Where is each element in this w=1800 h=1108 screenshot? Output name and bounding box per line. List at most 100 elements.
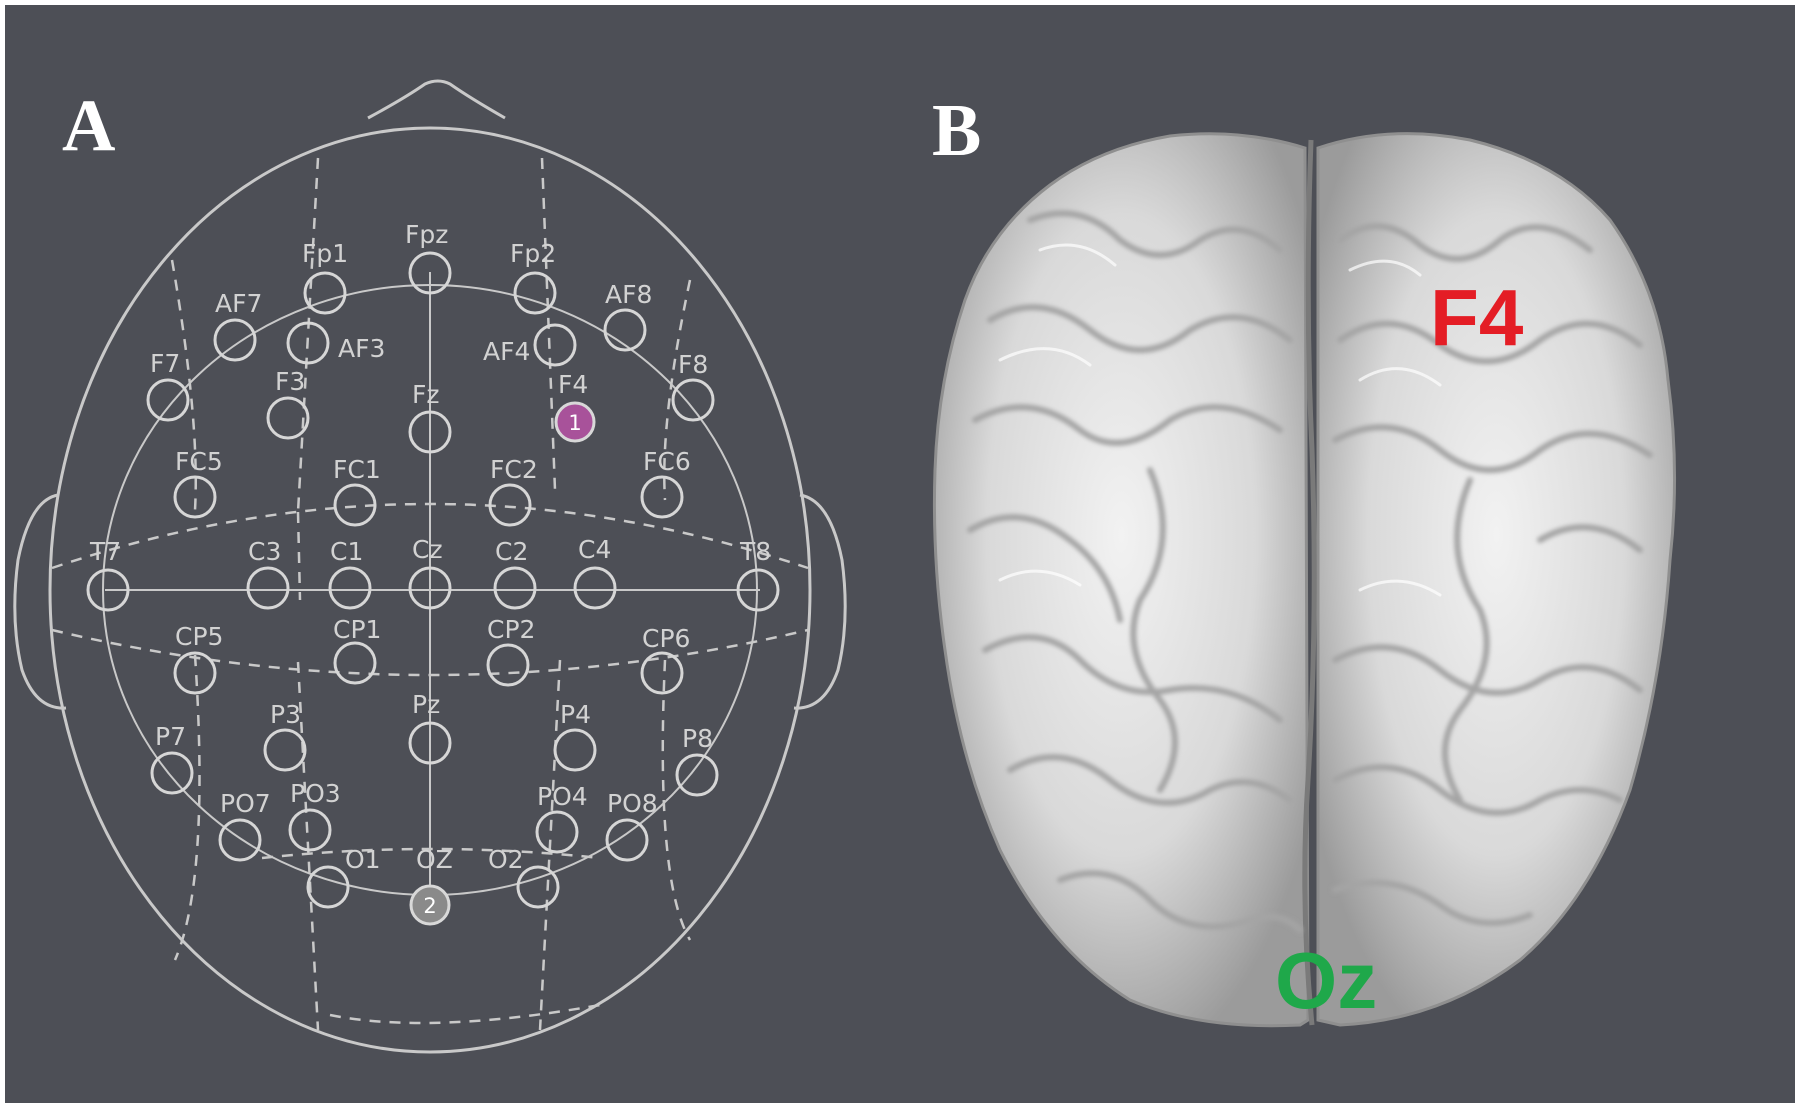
electrode-cp1-circle <box>333 641 377 685</box>
electrode-fpz-circle <box>408 251 452 295</box>
electrode-c4-circle <box>573 566 617 610</box>
electrode-f4-marker-number: 1 <box>568 411 581 435</box>
electrode-cp6-circle <box>640 651 684 695</box>
electrode-fc2: FC2 <box>488 455 538 527</box>
electrode-fc5-circle <box>173 475 217 519</box>
electrode-p7-label: P7 <box>155 722 186 751</box>
electrode-po4: PO4 <box>535 782 588 854</box>
electrode-c3-circle <box>246 566 290 610</box>
electrode-oz-label: OZ <box>416 845 453 874</box>
electrode-t7-label: T7 <box>89 537 121 566</box>
electrode-f8: F8 <box>671 350 715 422</box>
electrode-f8-circle <box>671 378 715 422</box>
panel-label-b: B <box>932 90 981 172</box>
electrode-fc1: FC1 <box>333 455 381 527</box>
electrode-fp2: Fp2 <box>510 239 557 315</box>
electrode-af3-label: AF3 <box>338 334 385 363</box>
electrode-fz: Fz <box>408 380 452 454</box>
electrode-po8-label: PO8 <box>607 789 658 818</box>
electrode-f4-label: F4 <box>558 370 588 399</box>
electrode-cz-circle <box>408 566 452 610</box>
electrode-af8-label: AF8 <box>605 280 652 309</box>
electrode-cp6: CP6 <box>640 624 690 695</box>
electrode-o2: O2 <box>488 845 560 909</box>
electrode-af8-circle <box>603 308 647 352</box>
electrode-fc6: FC6 <box>640 447 691 519</box>
electrode-p7: P7 <box>150 722 194 795</box>
electrode-fpz-label: Fpz <box>405 220 448 249</box>
electrode-af3: AF3 <box>286 321 385 365</box>
electrode-af7-label: AF7 <box>215 289 262 318</box>
electrode-t7: T7 <box>86 537 130 612</box>
electrode-t7-circle <box>86 568 130 612</box>
electrode-cz: Cz <box>408 535 452 610</box>
electrode-fp1-label: Fp1 <box>302 239 348 268</box>
electrode-f7-label: F7 <box>150 349 180 378</box>
electrode-fp1-circle <box>303 271 347 315</box>
electrode-p8-label: P8 <box>682 724 713 753</box>
electrode-oz-circle <box>409 884 451 926</box>
electrode-af7-circle <box>213 318 257 362</box>
electrode-fc5-label: FC5 <box>175 447 223 476</box>
electrode-af4-label: AF4 <box>483 337 530 366</box>
electrode-cp5-label: CP5 <box>175 622 223 651</box>
electrode-fc5: FC5 <box>173 447 223 519</box>
electrode-c2-label: C2 <box>495 537 528 566</box>
electrode-f3: F3 <box>266 367 310 440</box>
electrode-fc1-label: FC1 <box>333 455 381 484</box>
electrode-af3-circle <box>286 321 330 365</box>
electrode-cp2-circle <box>486 643 530 687</box>
electrode-f4: F4 1 <box>554 370 596 443</box>
electrode-pz-label: Pz <box>412 690 440 719</box>
electrode-c1-circle <box>328 566 372 610</box>
electrode-po8-circle <box>605 818 649 862</box>
region-dashed-lines <box>51 157 809 1031</box>
electrode-cp2: CP2 <box>486 615 535 687</box>
electrode-o1: O1 <box>306 845 381 909</box>
electrode-oz-marker-number: 2 <box>423 894 436 918</box>
electrode-f3-circle <box>266 396 310 440</box>
electrode-p4: P4 <box>553 700 597 772</box>
electrode-af7: AF7 <box>213 289 262 362</box>
electrode-c4-label: C4 <box>578 535 611 564</box>
electrode-c2: C2 <box>493 537 537 610</box>
electrode-po7-circle <box>218 818 262 862</box>
electrode-f7: F7 <box>146 349 190 422</box>
electrode-p3-circle <box>263 728 307 772</box>
electrode-f7-circle <box>146 378 190 422</box>
electrode-o1-circle <box>306 865 350 909</box>
electrode-po7-label: PO7 <box>220 789 271 818</box>
electrode-fc6-label: FC6 <box>643 447 691 476</box>
electrode-fc1-circle <box>333 483 377 527</box>
electrode-po4-label: PO4 <box>537 782 588 811</box>
electrode-p3: P3 <box>263 700 307 772</box>
electrode-fpz: Fpz <box>405 220 452 295</box>
electrode-cp5-circle <box>173 651 217 695</box>
electrode-p3-label: P3 <box>270 700 301 729</box>
electrode-af8: AF8 <box>603 280 652 352</box>
electrode-po3-label: PO3 <box>290 779 341 808</box>
electrode-fp2-circle <box>513 271 557 315</box>
electrode-f3-label: F3 <box>275 367 305 396</box>
electrode-c3-label: C3 <box>248 537 281 566</box>
electrode-fp2-label: Fp2 <box>510 239 556 268</box>
electrode-p8: P8 <box>675 724 719 797</box>
electrode-pz-circle <box>408 721 452 765</box>
electrode-po4-circle <box>535 810 579 854</box>
electrode-fz-label: Fz <box>412 380 440 409</box>
electrode-po3: PO3 <box>288 779 341 852</box>
electrode-cp1-label: CP1 <box>333 615 381 644</box>
electrode-af4: AF4 <box>483 323 577 367</box>
electrode-t8-circle <box>736 568 780 612</box>
electrode-o2-label: O2 <box>488 845 524 874</box>
electrode-cp5: CP5 <box>173 622 223 695</box>
electrode-oz: OZ 2 <box>409 845 453 926</box>
head-outline <box>13 79 847 1054</box>
electrode-c1-label: C1 <box>330 537 363 566</box>
brain-label-f4: F4 <box>1430 273 1524 362</box>
electrode-po8: PO8 <box>605 789 658 862</box>
electrode-cp6-label: CP6 <box>642 624 690 653</box>
